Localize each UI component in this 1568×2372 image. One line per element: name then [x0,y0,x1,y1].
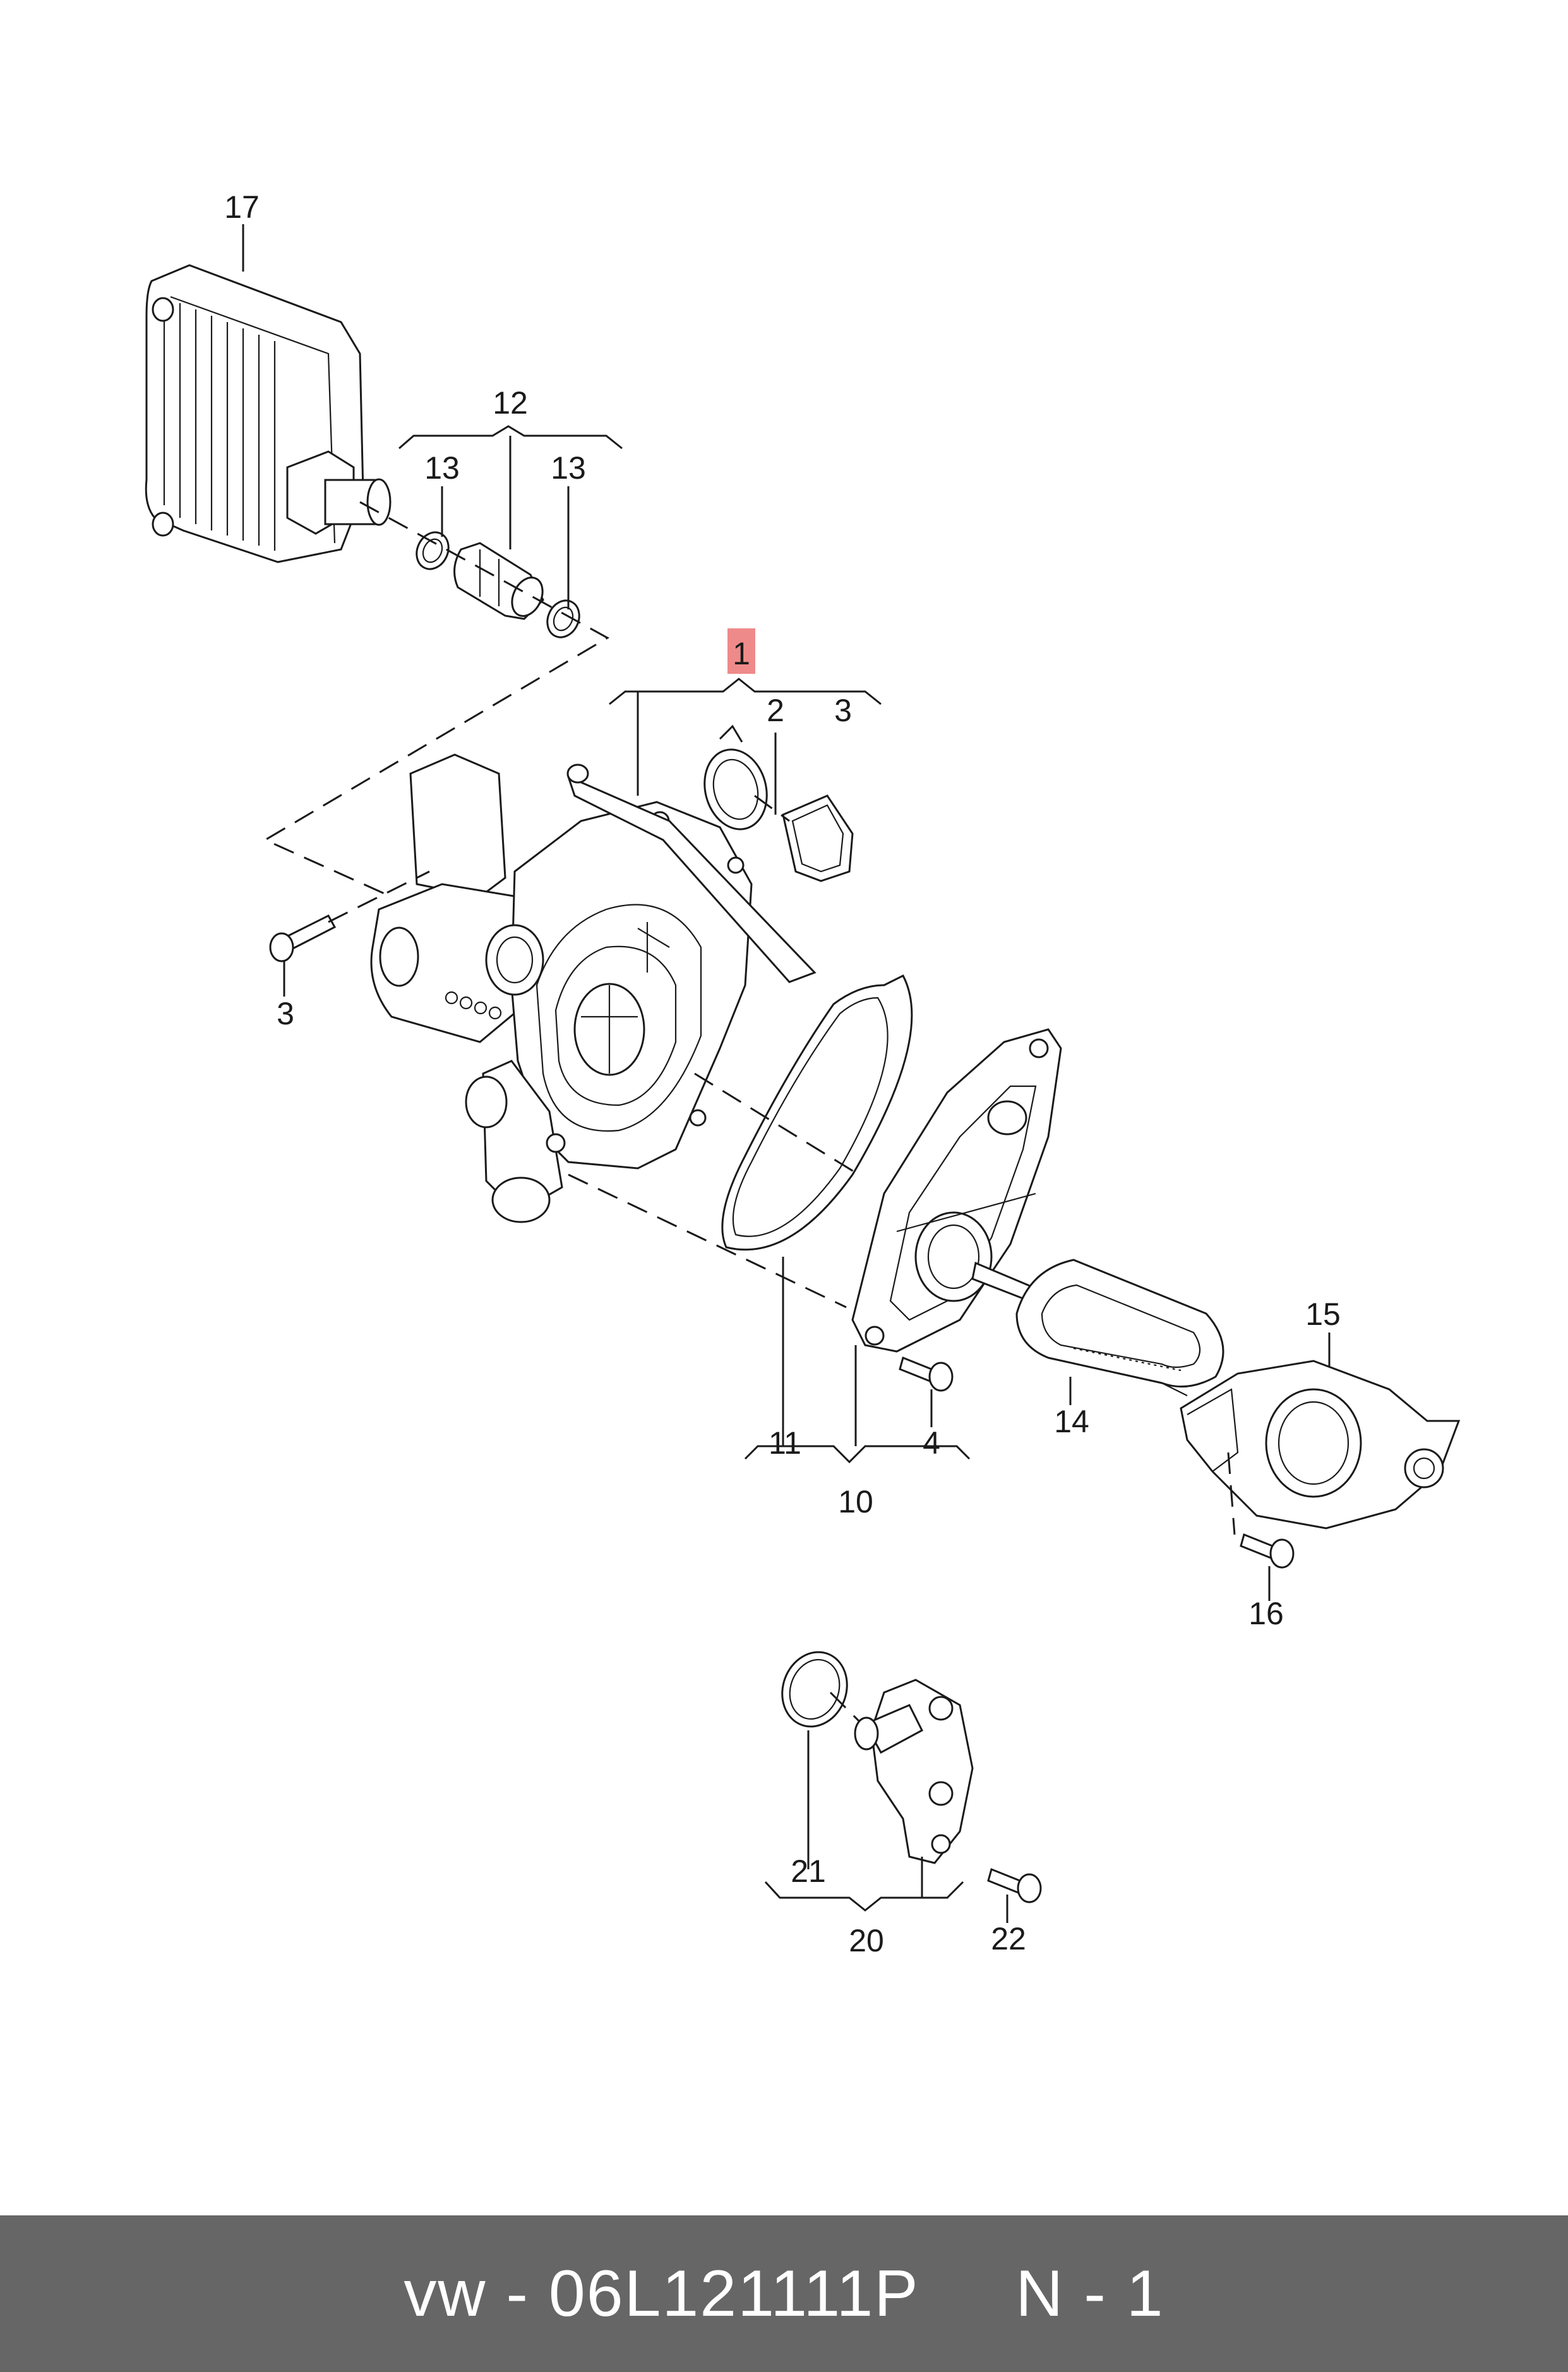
callout-1: 1 [733,636,750,671]
part-16-bolt [1240,1533,1295,1569]
callout-13: 13 [551,450,586,486]
part-15-belt-cover [1180,1360,1461,1530]
part-4-bolt [899,1356,954,1392]
callout-15: 15 [1305,1297,1341,1332]
leader-lines [242,224,1331,1923]
callout-2: 2 [767,693,784,728]
footer-bar: vw - 06L121111P N - 1 [0,2215,1568,2372]
part-10-pump-cover [851,1028,1062,1353]
part-20-coolant-connector [854,1679,974,1864]
part-13-o-ring-left [416,531,450,570]
part-2-gasket [782,794,854,882]
part-number-label: vw - 06L121111P N - 1 [404,2256,1164,2330]
part-14-toothed-belt [1015,1259,1224,1388]
part-22-bolt [987,1867,1042,1903]
part-1-pump-housing [370,753,817,1223]
part-3-bolt [269,914,337,962]
part-21-o-ring [781,1651,848,1728]
part-11-seal-ring [721,974,913,1251]
callout-13: 13 [424,450,460,486]
part-2-seal-ring [703,724,768,830]
callout-17: 17 [224,189,260,225]
callout-16: 16 [1248,1596,1284,1631]
callout-20: 20 [849,1923,884,1958]
callout-10: 10 [838,1484,873,1519]
part-13-o-ring-right [546,599,580,638]
callout-21: 21 [791,1854,826,1889]
callout-4: 4 [923,1425,940,1461]
callout-3: 3 [834,693,852,728]
callout-3: 3 [277,996,294,1031]
callout-22: 22 [991,1921,1026,1956]
part-12-connector-pipe [453,542,544,620]
part-17-oil-cooler [145,264,392,563]
callout-1-highlight [727,628,755,674]
callout-12: 12 [493,385,528,421]
callout-14: 14 [1054,1404,1089,1439]
callout-11: 11 [769,1425,801,1461]
exploded-parts-diagram: 1 2 3 3 4 10 11 12 13 13 14 15 16 17 20 … [145,189,1461,1958]
